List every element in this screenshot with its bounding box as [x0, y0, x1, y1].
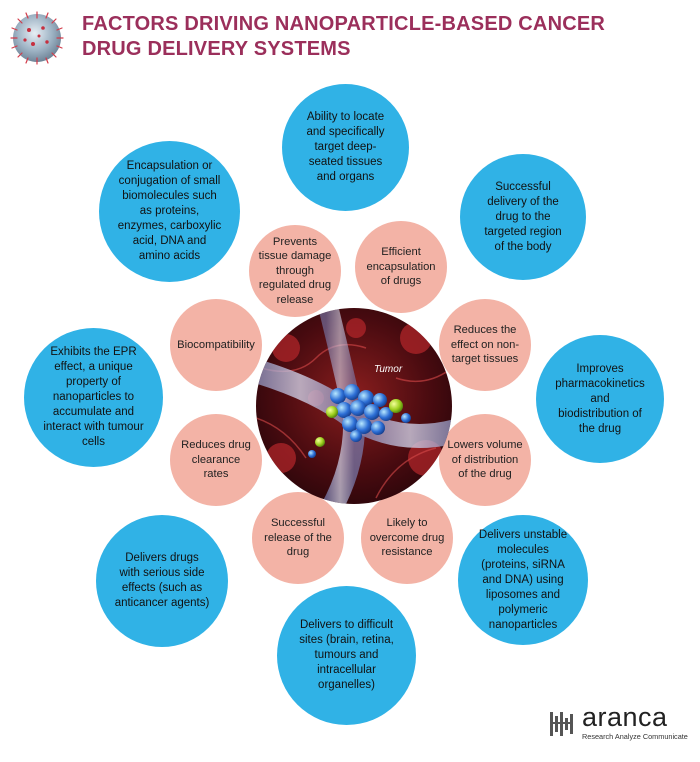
factor-encapsulation-biomolecules: Encapsulation or conjugation of small bi…: [99, 141, 240, 282]
factor-label: Ability to locate and specifically targe…: [306, 111, 385, 183]
factor-difficult-sites: Delivers to difficult sites (brain, reti…: [277, 586, 416, 725]
factor-label: Biocompatibility: [177, 338, 255, 351]
factor-label: Likely to overcome drug resistance: [369, 517, 445, 559]
factor-epr-effect: Exhibits the EPR effect, a unique proper…: [24, 328, 163, 467]
factor-label: Prevents tissue damage through regulated…: [258, 235, 332, 306]
factor-pharmacokinetics: Improves pharmacokinetics and biodistrib…: [536, 335, 664, 463]
nanoparticle-icon: [10, 11, 64, 65]
factor-efficient-encapsulation: Efficient encapsulation of drugs: [355, 221, 447, 313]
factor-unstable-molecules: Delivers unstable molecules (proteins, s…: [458, 515, 588, 645]
factor-prevents-tissue-damage: Prevents tissue damage through regulated…: [249, 225, 341, 317]
factor-label: Delivers drugs with serious side effects…: [114, 552, 210, 609]
factor-reduces-clearance: Reduces drug clearance rates: [170, 414, 262, 506]
factor-lowers-volume: Lowers volume of distribution of the dru…: [439, 414, 531, 506]
factor-side-effects: Delivers drugs with serious side effects…: [96, 515, 228, 647]
factor-label: Lowers volume of distribution of the dru…: [447, 439, 523, 481]
factor-label: Successful release of the drug: [264, 517, 332, 559]
factor-successful-release: Successful release of the drug: [252, 492, 344, 584]
title-line-2: DRUG DELIVERY SYSTEMS: [82, 38, 351, 60]
factor-label: Exhibits the EPR effect, a unique proper…: [43, 346, 144, 448]
brand-name: aranca: [582, 702, 668, 732]
page-title: FACTORS DRIVING NANOPARTICLE-BASED CANCE…: [82, 12, 642, 62]
brand-mark-icon: [550, 712, 573, 736]
factor-label: Successful delivery of the drug to the t…: [484, 180, 562, 253]
factor-target-deep-tissues: Ability to locate and specifically targe…: [282, 84, 409, 211]
factor-successful-delivery: Successful delivery of the drug to the t…: [460, 154, 586, 280]
tumor-illustration-svg: Tumor: [256, 308, 452, 504]
factor-label: Delivers to difficult sites (brain, reti…: [299, 619, 394, 691]
factor-label: Delivers unstable molecules (proteins, s…: [478, 528, 568, 631]
brand-tagline: Research Analyze Communicate: [582, 732, 688, 741]
factor-label: Reduces drug clearance rates: [181, 439, 251, 481]
title-line-1: FACTORS DRIVING NANOPARTICLE-BASED CANCE…: [82, 13, 606, 35]
factor-reduces-non-target-effect: Reduces the effect on non-target tissues: [439, 299, 531, 391]
tumor-nanoparticle-illustration: Tumor: [256, 308, 452, 504]
brand-logo: aranca Research Analyze Communicate: [548, 702, 688, 744]
tumor-label: Tumor: [374, 364, 403, 375]
factor-label: Efficient encapsulation of drugs: [366, 246, 436, 288]
factor-label: Reduces the effect on non-target tissues: [450, 324, 520, 366]
factor-overcome-resistance: Likely to overcome drug resistance: [361, 492, 453, 584]
factor-biocompatibility: Biocompatibility: [170, 299, 262, 391]
factor-label: Improves pharmacokinetics and biodistrib…: [555, 362, 645, 435]
factor-label: Encapsulation or conjugation of small bi…: [117, 160, 222, 262]
